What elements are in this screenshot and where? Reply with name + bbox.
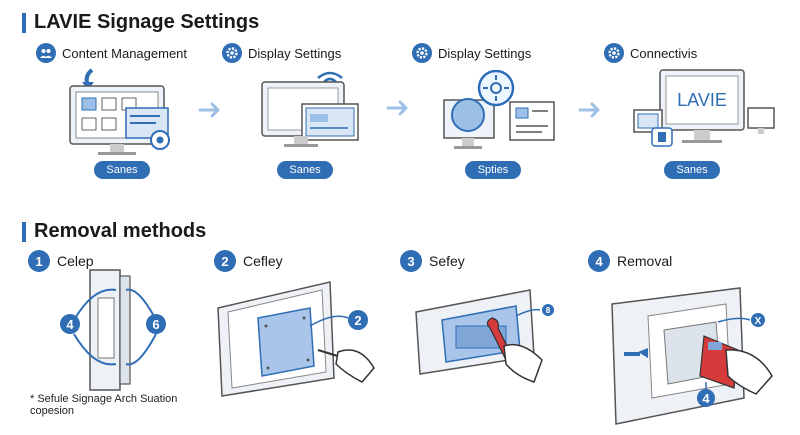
- flow-arrow-1: [198, 102, 220, 118]
- footnote-line-2: copesion: [30, 405, 75, 417]
- removal-step-2: 2 Cefley: [214, 250, 283, 272]
- flow-arrow-2: [386, 100, 408, 116]
- step-2-label: Cefley: [243, 253, 283, 269]
- step-3-label: Sefey: [429, 253, 465, 269]
- removal-section-title: Removal methods: [22, 220, 206, 243]
- people-icon: [36, 43, 56, 63]
- settings-step-3: Display Settings: [412, 43, 531, 63]
- footnote-line-1: * Sefule Signage Arch Suation: [30, 393, 178, 405]
- settings-step-2-label: Display Settings: [248, 45, 342, 61]
- display-config-illustration: [443, 70, 555, 149]
- settings-step-1: Content Management: [36, 43, 187, 63]
- content-management-illustration: [69, 68, 170, 155]
- removal-step-1: 1 Celep: [28, 250, 94, 272]
- step-4-number: 4: [588, 250, 610, 272]
- removal-step-1-illustration: 4 6: [60, 269, 166, 391]
- step-2-callout: 2: [354, 313, 361, 328]
- gear-icon: [222, 43, 242, 63]
- settings-step-4: Connectivis: [604, 43, 697, 63]
- step-1-number: 1: [28, 250, 50, 272]
- settings-step-1-badge: Sanes: [94, 161, 150, 179]
- removal-step-4: 4 Removal: [588, 250, 672, 272]
- removal-step-3-illustration: 8: [415, 289, 554, 383]
- settings-step-3-badge: Spties: [465, 161, 521, 179]
- settings-step-3-label: Display Settings: [438, 45, 532, 61]
- step-1-callout-right: 6: [152, 317, 159, 332]
- flow-arrow-3: [578, 102, 600, 118]
- step-4-callout-x: X: [755, 316, 762, 327]
- removal-title-text: Removal methods: [34, 220, 207, 242]
- settings-step-2-badge: Sanes: [277, 161, 333, 179]
- settings-step-4-label: Connectivis: [630, 45, 698, 61]
- title-accent-bar: [22, 221, 26, 242]
- gear-icon: [412, 43, 432, 63]
- gear-icon: [604, 43, 624, 63]
- step-3-number: 3: [400, 250, 422, 272]
- display-settings-illustration: [261, 71, 359, 147]
- removal-step-3: 3 Sefey: [400, 250, 465, 272]
- step-1-label: Celep: [57, 253, 94, 269]
- settings-step-1-label: Content Management: [62, 45, 188, 61]
- step-2-number: 2: [214, 250, 236, 272]
- settings-title-text: LAVIE Signage Settings: [34, 11, 260, 33]
- title-accent-bar: [22, 12, 26, 33]
- lavie-brand-text: LAVIE: [677, 90, 727, 110]
- removal-step-2-illustration: 2: [217, 281, 375, 397]
- step-1-callout-left: 4: [66, 317, 74, 332]
- settings-section-title: LAVIE Signage Settings: [22, 11, 259, 34]
- settings-step-2: Display Settings: [222, 43, 341, 63]
- settings-step-4-badge: Sanes: [664, 161, 720, 179]
- connectivity-illustration: LAVIE: [633, 69, 775, 147]
- removal-step-4-illustration: X 4: [611, 287, 773, 425]
- step-4-label: Removal: [617, 253, 673, 269]
- step-3-callout: 8: [546, 306, 551, 315]
- step-4-callout-bottom: 4: [702, 391, 710, 406]
- removal-footnote: * Sefule Signage Arch Suation copesion: [30, 393, 200, 417]
